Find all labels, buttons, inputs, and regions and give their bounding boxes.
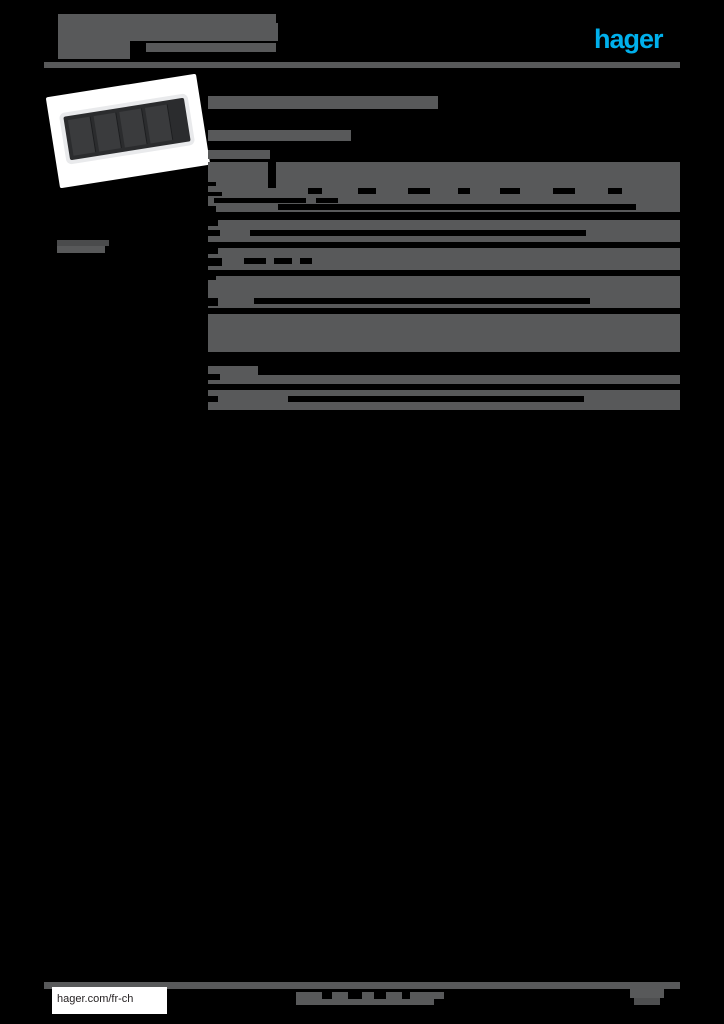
spec-row-notch — [208, 230, 220, 236]
spec-row — [208, 390, 680, 410]
footer-center-line-2 — [296, 999, 434, 1005]
section-kicker-redaction — [208, 150, 270, 159]
spec-row — [208, 162, 680, 212]
footer-center-gap — [402, 992, 410, 999]
spec-row-separator — [208, 384, 680, 390]
spec-row-notch — [208, 258, 222, 266]
page-subtitle-redaction — [146, 43, 276, 52]
spec-row-leader — [278, 204, 636, 210]
spec-row-leader — [300, 258, 312, 264]
spec-row-notch — [208, 182, 216, 186]
spec-row-leader — [214, 198, 306, 203]
product-slot — [93, 112, 122, 152]
spec-row-notch — [208, 298, 218, 306]
page-title-redaction-line-3 — [143, 23, 278, 41]
spec-row-separator — [208, 212, 680, 220]
page-header — [58, 14, 688, 70]
page-title-redaction-line-1 — [58, 14, 276, 23]
footer-center-gap — [374, 992, 386, 999]
spec-row-notch — [208, 220, 218, 226]
product-photo — [45, 73, 211, 189]
spec-row-notch — [208, 276, 216, 280]
spec-row — [208, 220, 680, 242]
spec-row-separator — [208, 242, 680, 248]
footer-page-number-redaction — [630, 988, 664, 1006]
header-divider — [44, 62, 680, 68]
product-meta-redaction — [57, 240, 207, 256]
spec-row-leader — [274, 258, 292, 264]
spec-row-leader — [250, 230, 586, 236]
spec-row-notch — [208, 192, 222, 196]
spec-row-separator — [208, 270, 680, 276]
product-meta-line-1 — [57, 240, 109, 246]
footer-divider — [44, 982, 680, 989]
spec-row-notch — [208, 248, 218, 254]
spec-row-gap — [553, 188, 575, 194]
spec-row-separator — [208, 352, 680, 366]
spec-row — [208, 314, 680, 352]
spec-row-separator — [208, 308, 680, 314]
spec-row-gap — [258, 366, 680, 375]
footer-center-redaction — [296, 992, 444, 1006]
spec-row-notch — [208, 374, 220, 380]
footer-page-line-1 — [630, 988, 664, 998]
footer-center-gap — [322, 992, 332, 999]
product-slot — [144, 104, 174, 144]
spec-row-notch — [208, 396, 218, 402]
hager-logo: hager — [594, 24, 676, 54]
section-heading-redaction — [208, 96, 438, 109]
spec-row — [208, 366, 680, 384]
spec-row-leader — [254, 298, 590, 304]
spec-row-gap — [268, 162, 276, 188]
specification-table — [208, 162, 680, 410]
product-slot — [67, 116, 97, 156]
product-slot — [119, 108, 148, 148]
footer-center-line-1 — [296, 992, 444, 999]
spec-row-gap — [408, 188, 430, 194]
spec-row-leader — [288, 396, 584, 402]
footer-url-text[interactable]: hager.com/fr-ch — [57, 993, 134, 1005]
section-subheading-redaction — [208, 130, 351, 141]
spec-row — [208, 276, 680, 308]
spec-row — [208, 248, 680, 270]
spec-row-gap — [358, 188, 376, 194]
product-meta-line-2 — [57, 246, 105, 253]
spec-row-notch — [208, 206, 216, 212]
spec-row-leader — [244, 258, 266, 264]
footer-center-gap — [348, 992, 362, 999]
spec-row-leader — [316, 198, 338, 203]
footer-url-box[interactable]: hager.com/fr-ch — [52, 987, 167, 1014]
page-title-redaction-line-4 — [58, 41, 130, 59]
spec-row-gap — [458, 188, 470, 194]
spec-row-gap — [500, 188, 520, 194]
hager-logo-text: hager — [594, 24, 664, 54]
spec-row-gap — [308, 188, 322, 194]
footer-page-line-2 — [634, 998, 660, 1005]
spec-row-gap — [608, 188, 622, 194]
